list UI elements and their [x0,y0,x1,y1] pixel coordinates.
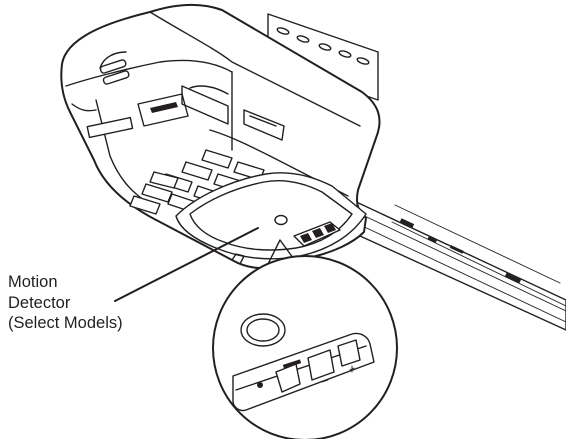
indicator-light [257,382,263,388]
control-buttons [293,221,341,247]
leader-line [114,227,259,302]
up-button [307,349,335,381]
callout-line-2: Detector [8,293,71,312]
motion-detector-sensor [274,214,288,226]
magnifier-circle [212,255,398,441]
motion-detector-callout: Motion Detector (Select Models) [8,272,123,334]
rail [351,199,566,331]
down-button [337,339,361,367]
callout-line-1: Motion [8,273,58,291]
callout-line-3: (Select Models) [8,314,123,332]
